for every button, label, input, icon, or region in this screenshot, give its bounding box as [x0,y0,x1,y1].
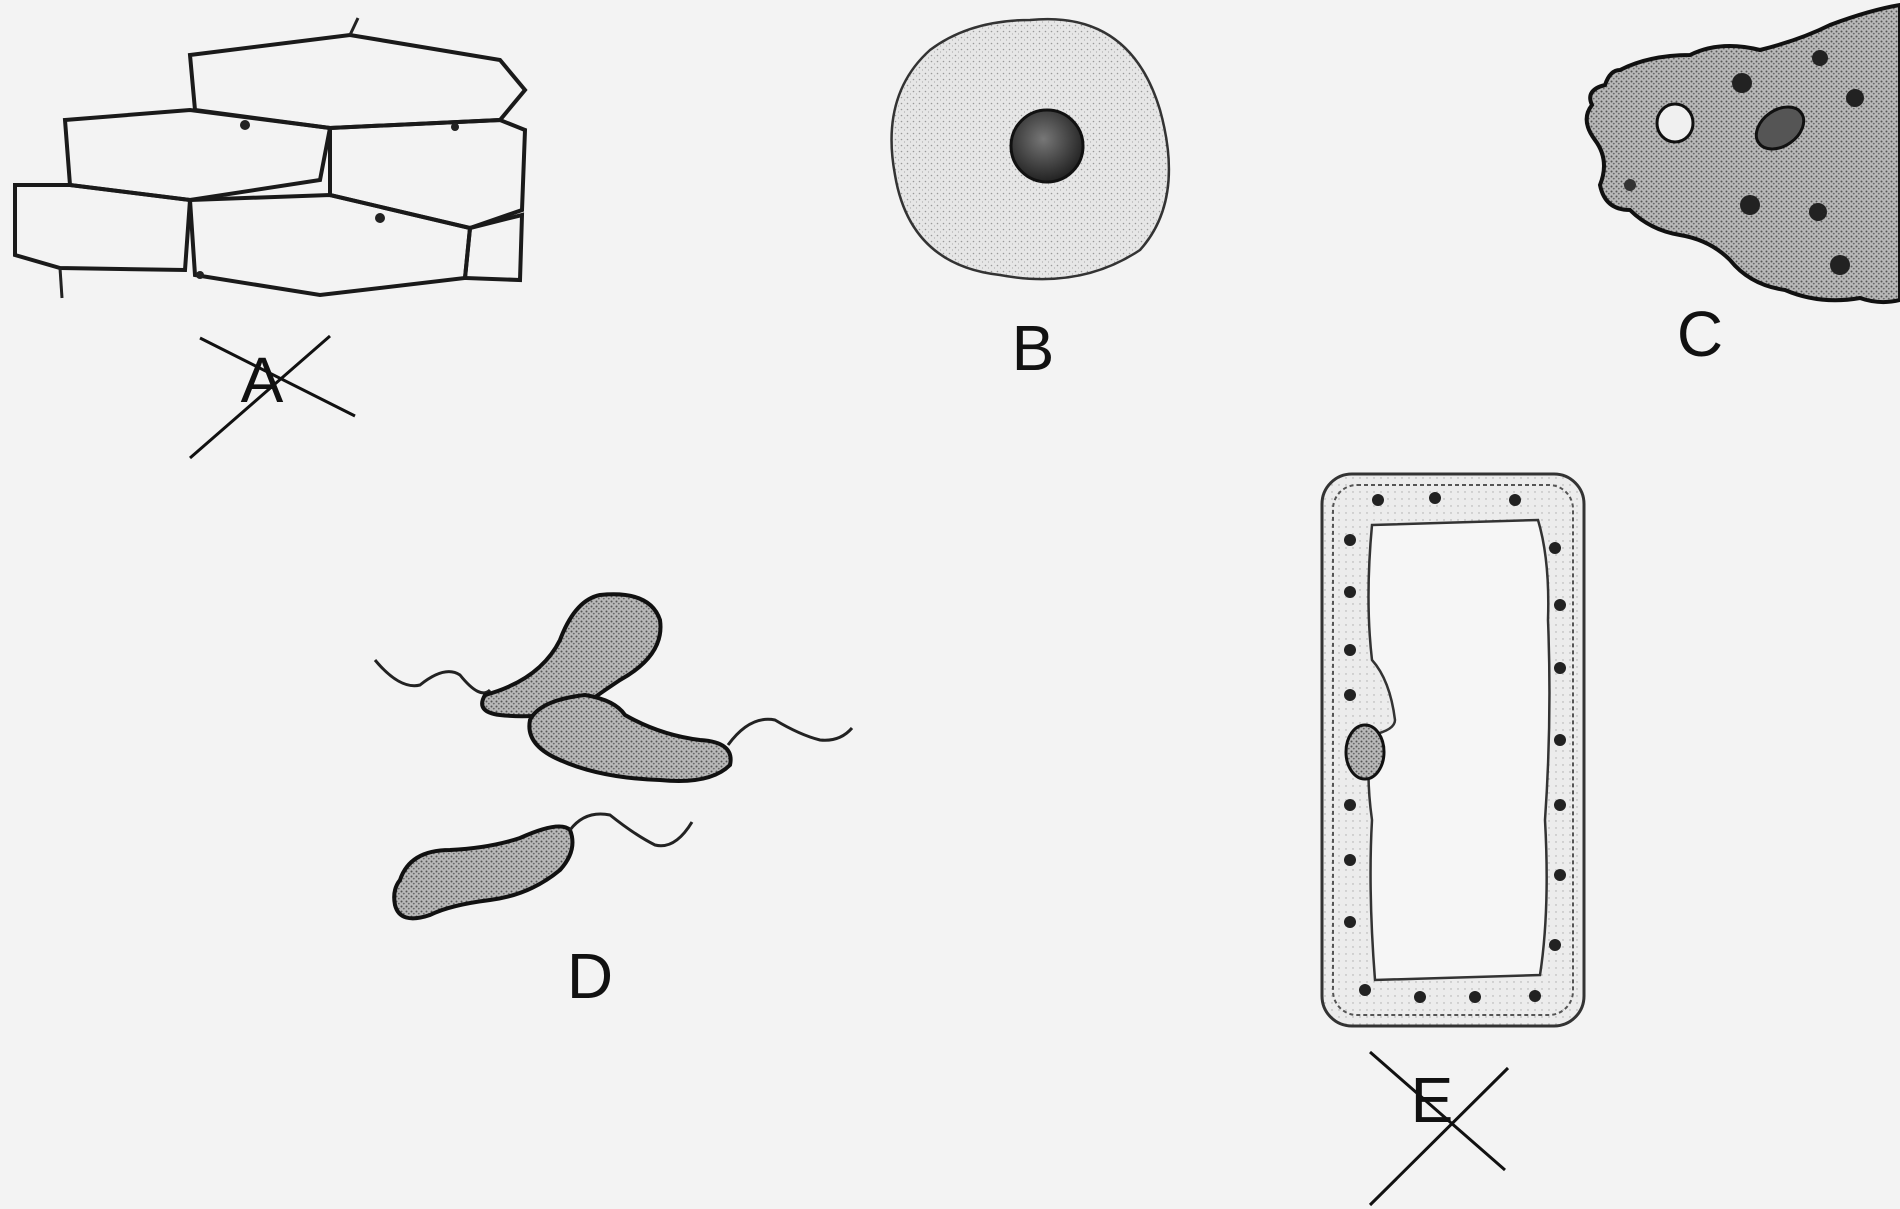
cell-group-b [892,19,1169,279]
cell-group-d [375,594,852,918]
label-d: D [567,940,613,1012]
label-a: A [241,344,284,416]
cell-group-c [1587,5,1900,302]
cell-group-a [15,18,525,298]
label-c: C [1677,298,1723,370]
cell-group-e [1322,474,1584,1026]
label-e: E [1411,1064,1454,1136]
label-b: B [1012,312,1055,384]
